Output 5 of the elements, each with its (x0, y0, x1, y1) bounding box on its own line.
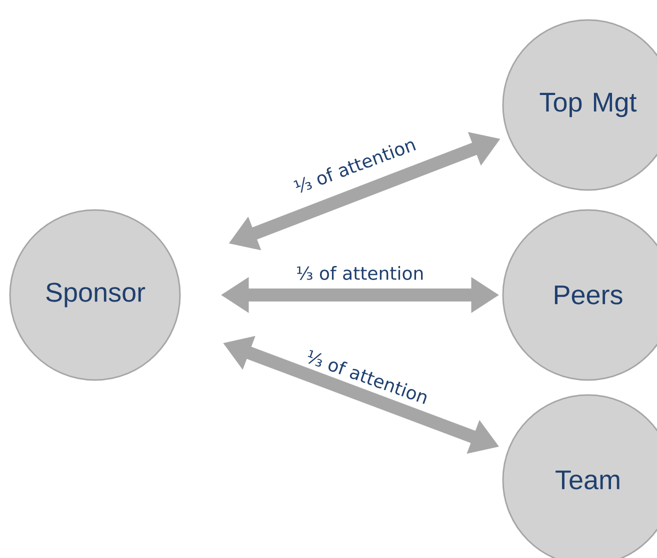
circle-node: Top Mgt (502, 19, 657, 191)
circle-node: Sponsor (9, 209, 181, 381)
circle-node: Team (502, 394, 657, 558)
circle-node: Peers (502, 209, 657, 381)
edge-label: ⅓ of attention (297, 266, 423, 280)
